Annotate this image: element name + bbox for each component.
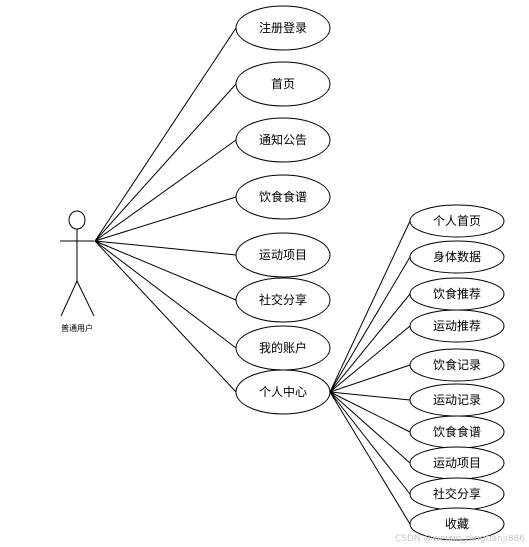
use-case-pc-body-label: 身体数据: [433, 249, 481, 264]
actor-left-leg: [60, 280, 78, 317]
use-case-pc-social: 社交分享: [409, 477, 505, 511]
use-case-home-label: 首页: [271, 77, 295, 91]
use-case-recipes: 饮食食谱: [235, 174, 331, 220]
use-case-pc-diet-rec: 饮食推荐: [409, 277, 505, 311]
use-case-pc-recipes-label: 饮食食谱: [433, 424, 481, 439]
use-case-pc-ex-log-label: 运动记录: [433, 393, 481, 407]
actor-right-leg: [76, 280, 95, 317]
edge-actor-home: [94, 83, 237, 242]
use-case-pc-ex-rec-ellipse: [409, 309, 505, 343]
edge-actor-personal: [94, 240, 237, 393]
edge-actor-notice: [94, 139, 237, 242]
use-case-pc-home-ellipse: [409, 204, 505, 238]
edge-personal-pc-social: [329, 391, 411, 495]
use-case-social: 社交分享: [235, 277, 331, 323]
use-case-pc-ex-rec-label: 运动推荐: [433, 319, 481, 333]
use-case-personal-label: 个人中心: [259, 384, 307, 399]
use-case-pc-home: 个人首页: [409, 204, 505, 238]
use-case-pc-exercise-label: 运动项目: [433, 456, 481, 470]
association-lines: [94, 27, 411, 525]
edge-actor-social: [94, 240, 237, 301]
edge-personal-pc-exercise: [329, 391, 411, 464]
use-case-exercise: 运动项目: [235, 232, 331, 278]
edge-personal-pc-home: [329, 220, 411, 393]
use-case-recipes-label: 饮食食谱: [259, 189, 307, 204]
use-case-notice: 通知公告: [235, 117, 331, 163]
use-case-pc-social-label: 社交分享: [433, 486, 481, 501]
use-case-register-ellipse: [235, 5, 331, 51]
use-case-pc-favorites: 收藏: [409, 507, 505, 541]
use-case-recipes-ellipse: [235, 174, 331, 220]
use-case-pc-diet-log: 饮食记录: [409, 348, 505, 382]
use-case-pc-ex-log: 运动记录: [409, 383, 505, 417]
use-case-pc-exercise: 运动项目: [409, 446, 505, 480]
use-case-exercise-ellipse: [235, 232, 331, 278]
use-case-notice-label: 通知公告: [259, 133, 307, 147]
use-case-home-ellipse: [235, 61, 331, 107]
use-case-notice-ellipse: [235, 117, 331, 163]
use-case-pc-body: 身体数据: [409, 240, 505, 274]
actor-head: [68, 210, 86, 230]
use-case-pc-favorites-ellipse: [409, 507, 505, 541]
edge-personal-pc-body: [329, 256, 411, 393]
edge-personal-pc-diet-log: [329, 364, 411, 393]
use-case-personal-ellipse: [235, 369, 331, 415]
watermark: CSDN @weixin_dingtianji886: [395, 534, 525, 544]
use-case-social-label: 社交分享: [259, 292, 307, 307]
use-case-pc-home-label: 个人首页: [433, 214, 481, 228]
actor-label: 普通用户: [61, 323, 93, 333]
use-case-personal: 个人中心: [235, 369, 331, 415]
edge-personal-pc-diet-rec: [329, 293, 411, 393]
use-case-social-ellipse: [235, 277, 331, 323]
edge-personal-pc-ex-rec: [329, 325, 411, 393]
edge-personal-pc-favorites: [329, 391, 411, 525]
edge-personal-pc-recipes: [329, 391, 411, 433]
use-case-exercise-label: 运动项目: [259, 248, 307, 262]
edge-actor-account: [94, 240, 237, 349]
use-case-register: 注册登录: [235, 5, 331, 51]
edge-actor-recipes: [94, 196, 237, 242]
actor-normal-user: 普通用户: [60, 210, 95, 333]
use-case-pc-diet-log-label: 饮食记录: [433, 357, 481, 372]
use-case-pc-ex-rec: 运动推荐: [409, 309, 505, 343]
use-case-pc-body-ellipse: [409, 240, 505, 274]
use-case-pc-recipes: 饮食食谱: [409, 415, 505, 449]
use-case-home: 首页: [235, 61, 331, 107]
edge-actor-register: [94, 27, 237, 242]
edge-personal-pc-ex-log: [329, 391, 411, 401]
use-case-pc-diet-log-ellipse: [409, 348, 505, 382]
use-case-pc-diet-rec-label: 饮食推荐: [433, 286, 481, 301]
edge-actor-exercise: [94, 240, 237, 256]
use-case-account-label: 我的账户: [259, 340, 307, 355]
use-case-pc-favorites-label: 收藏: [445, 517, 469, 531]
use-case-account: 我的账户: [235, 325, 331, 371]
use-case-register-label: 注册登录: [259, 20, 307, 35]
